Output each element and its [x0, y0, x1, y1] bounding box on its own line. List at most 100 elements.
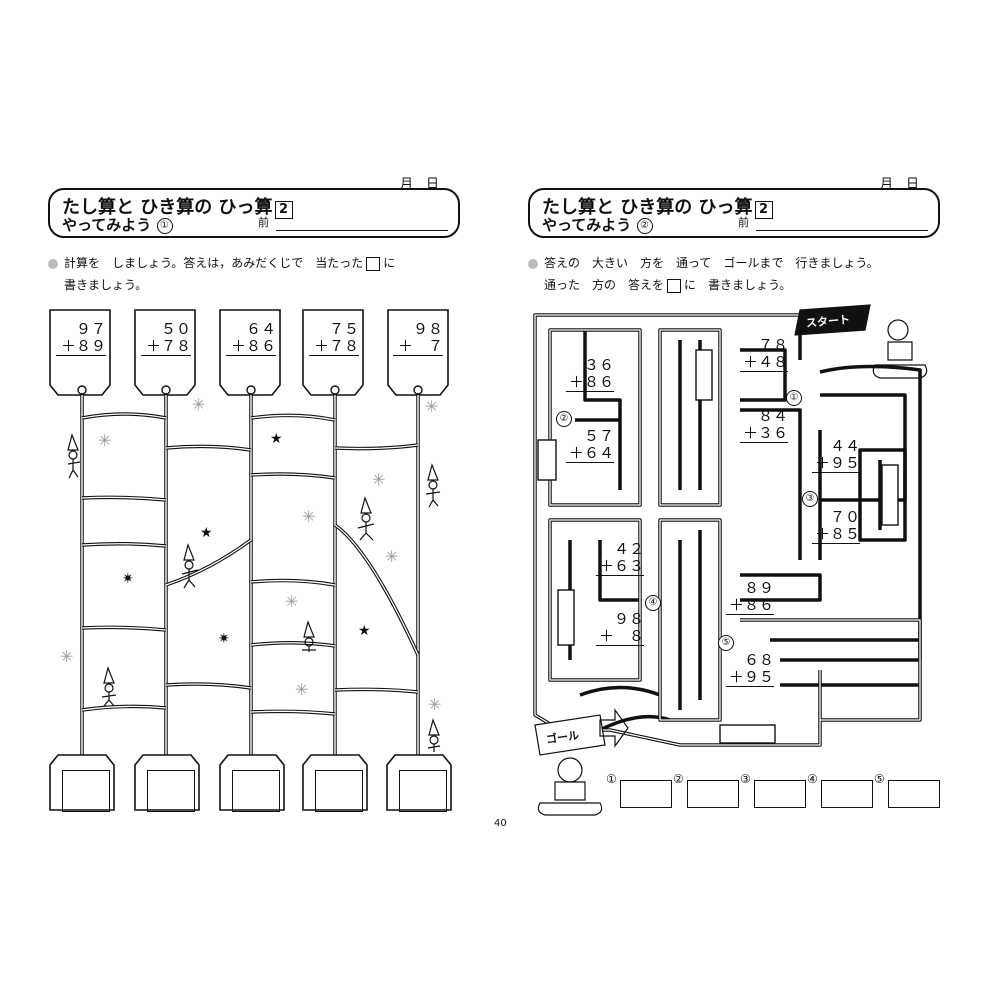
answer-tag-4	[302, 754, 368, 811]
left-answer-box-3[interactable]	[232, 770, 280, 812]
left-subtitle: やってみよう ①	[62, 214, 173, 235]
left-instruction: 計算を しましょう。答えは，あみだくじで 当たったに 書きましょう。	[48, 252, 395, 296]
left-answer-box-5[interactable]	[399, 770, 447, 812]
answer-tag-3	[219, 754, 285, 811]
sparkle-icon: ✳	[385, 547, 398, 566]
maze-marker-3: ③	[802, 491, 818, 507]
left-subtitle-number: ①	[156, 217, 173, 234]
left-answer-box-1[interactable]	[62, 770, 110, 812]
right-name-label-top: 名	[738, 198, 749, 211]
left-problem-1: ９７＋８９	[56, 321, 106, 356]
problem-tag-5	[387, 309, 449, 396]
problem-tag-4	[302, 309, 364, 396]
sparkle-icon: ✳	[60, 647, 73, 666]
sparkle-icon: ✳	[295, 680, 308, 699]
star-icon: ★	[358, 623, 371, 639]
left-problem-3: ６４＋８６	[226, 321, 276, 356]
star-icon: ★	[200, 525, 213, 541]
maze-problem-3: ８４＋３６	[740, 408, 788, 443]
right-answer-box-3[interactable]	[754, 780, 806, 808]
gnome-icon	[425, 463, 441, 508]
answer-box-icon	[366, 256, 381, 271]
left-answer-box-4[interactable]	[315, 770, 363, 812]
gnome-icon	[67, 433, 81, 479]
goal-robot-icon	[534, 708, 629, 816]
sparkle-icon: ✳	[98, 431, 111, 450]
left-name-field[interactable]	[276, 230, 448, 231]
maze-marker-4: ④	[645, 595, 661, 611]
right-answer-box-5[interactable]	[888, 780, 940, 808]
problem-tag-1	[49, 309, 111, 396]
answer-box-icon	[667, 278, 682, 293]
answer-label-1: ①	[606, 772, 617, 786]
left-problem-4: ７５＋７８	[309, 321, 359, 356]
gnome-icon	[181, 543, 199, 589]
star-icons: ★ ★ ✷ ✷ ★	[122, 431, 371, 647]
page-number: 40	[494, 818, 507, 829]
answer-tag-5	[386, 754, 452, 811]
answer-label-5: ⑤	[874, 772, 885, 786]
start-robot-icon	[794, 304, 928, 379]
sparkle-icon: ✳	[425, 397, 438, 416]
sparkle-icon: ✳	[285, 592, 298, 611]
bomb-icon	[881, 464, 899, 526]
amidakuji-ladder: ★ ★ ✷ ✷ ★ ✳ ✳ ✳ ✳ ✳ ✳ ✳ ✳ ✳ ✳	[49, 309, 452, 811]
left-problem-5: ９８＋ ７	[393, 321, 443, 356]
bullet-icon	[48, 258, 58, 269]
left-name-label-top: 名	[258, 198, 269, 211]
maze-problem-8: ８９＋８６	[726, 580, 774, 615]
answer-label-3: ③	[740, 772, 751, 786]
right-name-field[interactable]	[756, 230, 928, 231]
maze-problem-1: ７８＋４８	[740, 337, 788, 372]
answer-label-2: ②	[673, 772, 684, 786]
bomb-icon	[719, 724, 776, 744]
star-icon: ✷	[122, 571, 134, 587]
answer-tag-1	[49, 754, 115, 811]
sparkle-icons: ✳ ✳ ✳ ✳ ✳ ✳ ✳ ✳ ✳ ✳	[60, 395, 441, 714]
left-problem-2: ５０＋７８	[141, 321, 191, 356]
maze-problem-5: ４４＋９５	[812, 438, 860, 473]
maze-problem-9: ９８＋ ８	[596, 611, 644, 646]
maze-problem-6: ７０＋８５	[812, 509, 860, 544]
right-answer-box-2[interactable]	[687, 780, 739, 808]
right-answer-box-4[interactable]	[821, 780, 873, 808]
bullet-icon	[528, 258, 538, 269]
maze-problem-4: ５７＋６４	[566, 428, 614, 463]
maze-problem-10: ６８＋９５	[726, 652, 774, 687]
answer-tag-2	[134, 754, 200, 811]
robot-icon	[557, 589, 575, 646]
sparkle-icon: ✳	[428, 695, 441, 714]
star-icon: ✷	[218, 631, 230, 647]
right-subtitle-number: ②	[636, 217, 653, 234]
left-answer-box-2[interactable]	[147, 770, 195, 812]
right-subtitle: やってみよう ②	[542, 214, 653, 235]
star-icon: ★	[270, 431, 283, 447]
answer-label-4: ④	[807, 772, 818, 786]
gnome-icon	[302, 620, 316, 652]
maze	[533, 304, 928, 816]
maze-problem-2: ３６＋８６	[566, 357, 614, 392]
maze-problem-7: ４２＋６３	[596, 541, 644, 576]
right-name-label-bottom: 前	[738, 216, 749, 229]
problem-tag-3	[219, 309, 281, 396]
sparkle-icon: ✳	[302, 507, 315, 526]
left-title-number: 2	[274, 201, 293, 219]
sparkle-icon: ✳	[372, 470, 385, 489]
right-instruction: 答えの 大きい 方を 通って ゴールまで 行きましょう。 通った 方の 答えをに…	[528, 252, 879, 296]
left-name-label-bottom: 前	[258, 216, 269, 229]
maze-marker-1: ①	[786, 390, 802, 406]
sparkle-icon: ✳	[192, 395, 205, 414]
ghost-icon	[695, 349, 713, 401]
maze-marker-5: ⑤	[718, 635, 734, 651]
right-answer-box-1[interactable]	[620, 780, 672, 808]
gnome-icon	[357, 496, 375, 541]
problem-tag-2	[134, 309, 196, 396]
maze-obstacle-icons	[537, 349, 899, 744]
right-title-number: 2	[754, 201, 773, 219]
gnome-icons	[67, 433, 441, 752]
gnome-icon	[427, 718, 441, 752]
